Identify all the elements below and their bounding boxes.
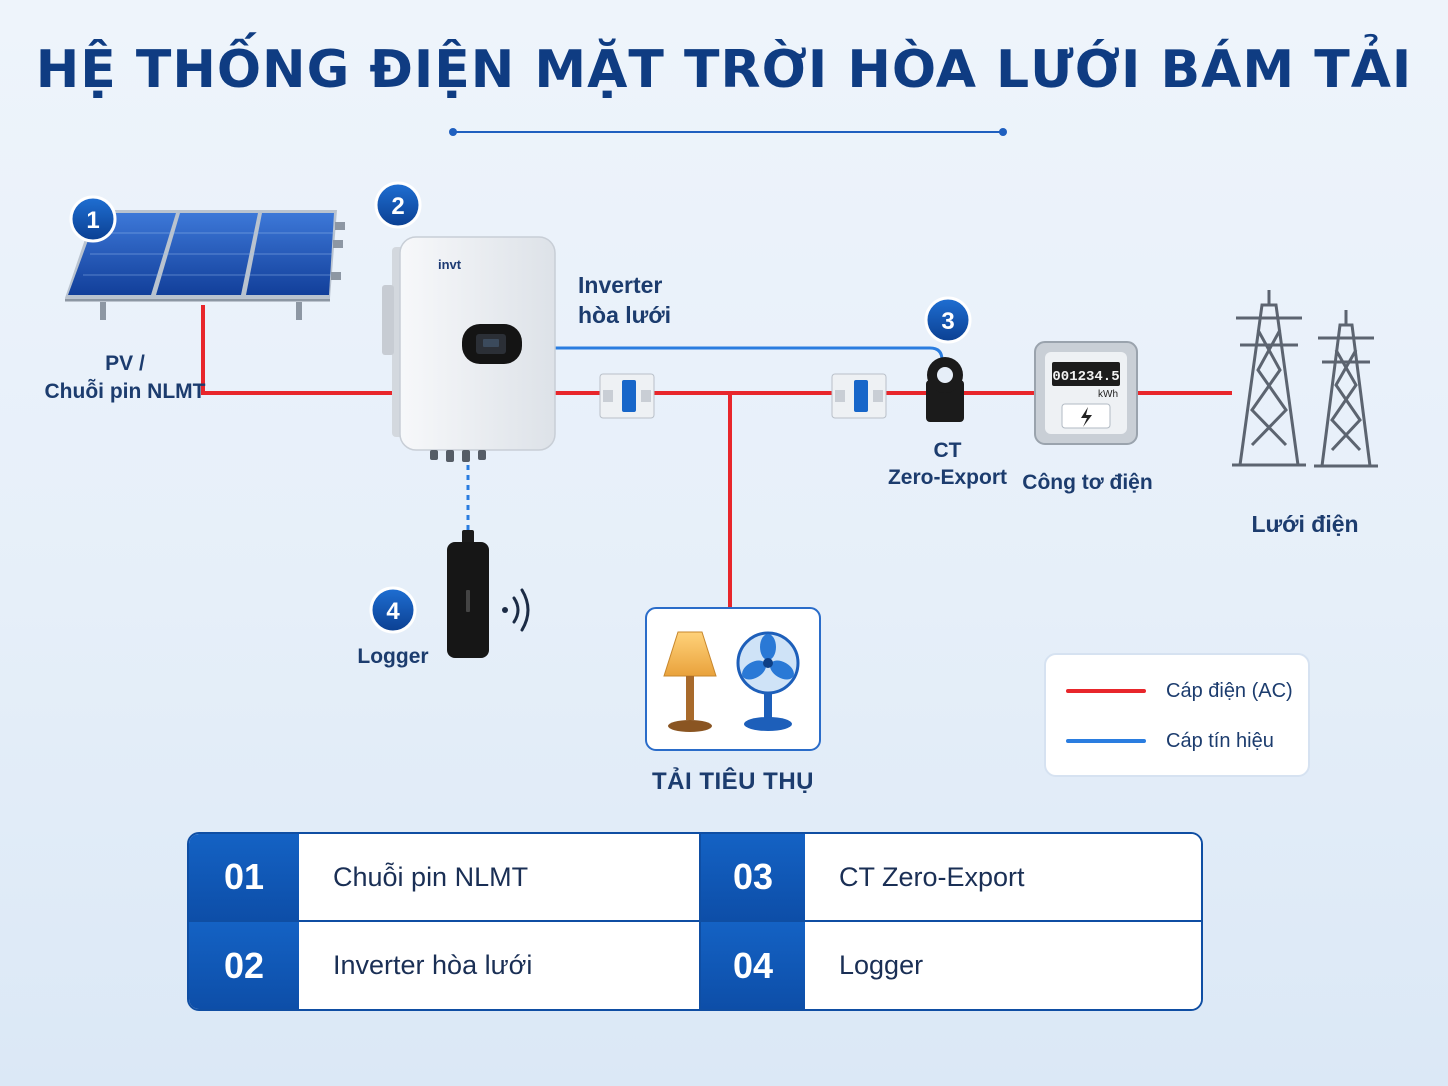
legend-signal-label: Cáp tín hiệu: [1166, 729, 1274, 752]
page-title: HỆ THỐNG ĐIỆN MẶT TRỜI HÒA LƯỚI BÁM TẢI: [35, 40, 1413, 100]
meter-unit: kWh: [1098, 389, 1118, 400]
legend-ac-label: Cáp điện (AC): [1166, 679, 1293, 702]
inverter-label-line1: Inverter: [578, 272, 663, 298]
svg-text:3: 3: [941, 308, 954, 335]
energy-meter: [1034, 341, 1138, 445]
transmission-tower-icon-2: [1314, 310, 1378, 468]
table-number-04: 04: [701, 922, 805, 1009]
meter-reading: 001234.5: [1052, 369, 1119, 385]
logger-label: Logger: [357, 645, 429, 668]
diagram-canvas: invt 001234.5 kWh: [65, 128, 1378, 751]
pv-label: PV / Chuỗi pin NLMT: [40, 350, 210, 406]
grid-label: Lưới điện: [1251, 511, 1359, 537]
inverter-label-line2: hòa lưới: [578, 302, 672, 328]
component-table: 01 Chuỗi pin NLMT 03 CT Zero-Export 02 I…: [187, 832, 1203, 1011]
breaker-right: [831, 373, 887, 419]
legend-signal-swatch: [1066, 739, 1146, 743]
ct-label: CT Zero-Export: [880, 437, 1015, 491]
ct-label-line2: Zero-Export: [887, 466, 1007, 489]
table-number-01: 01: [189, 834, 299, 922]
wifi-signal-icon: [502, 588, 530, 632]
fan-icon: [736, 631, 800, 731]
inverter-label: Inverter hòa lưới: [578, 270, 671, 330]
ct-label-line1: CT: [933, 439, 962, 462]
title-divider: [449, 128, 1007, 136]
table-text-04: Logger: [805, 922, 1201, 1009]
inverter-brand: invt: [438, 257, 462, 272]
badge-4: 4: [369, 586, 417, 634]
pv-label-line2: Chuỗi pin NLMT: [44, 380, 206, 403]
pv-label-line1: PV /: [105, 352, 145, 375]
solar-panel: [65, 210, 345, 320]
inverter: [382, 236, 556, 462]
logger-device: [447, 530, 489, 658]
table-text-03: CT Zero-Export: [805, 834, 1201, 922]
table-number-03: 03: [701, 834, 805, 922]
table-text-01: Chuỗi pin NLMT: [299, 834, 701, 922]
meter-label: Công tơ điện: [1022, 471, 1153, 494]
lamp-icon: [663, 631, 717, 732]
badge-1: 1: [69, 195, 117, 243]
svg-text:1: 1: [86, 207, 99, 234]
breaker-left: [599, 373, 655, 419]
legend: Cáp điện (AC) Cáp tín hiệu: [1044, 653, 1310, 777]
badge-3: 3: [924, 296, 972, 344]
transmission-tower-icon: [1232, 290, 1306, 467]
legend-signal: Cáp tín hiệu: [1066, 726, 1274, 756]
svg-text:4: 4: [386, 598, 400, 625]
load-label: TẢI TIÊU THỤ: [652, 768, 814, 795]
badge-2: 2: [374, 181, 422, 229]
table-text-02: Inverter hòa lưới: [299, 922, 701, 1009]
svg-text:2: 2: [391, 193, 404, 220]
legend-ac: Cáp điện (AC): [1066, 676, 1293, 706]
legend-ac-swatch: [1066, 689, 1146, 693]
table-number-02: 02: [189, 922, 299, 1009]
ct-clamp: [926, 357, 964, 422]
